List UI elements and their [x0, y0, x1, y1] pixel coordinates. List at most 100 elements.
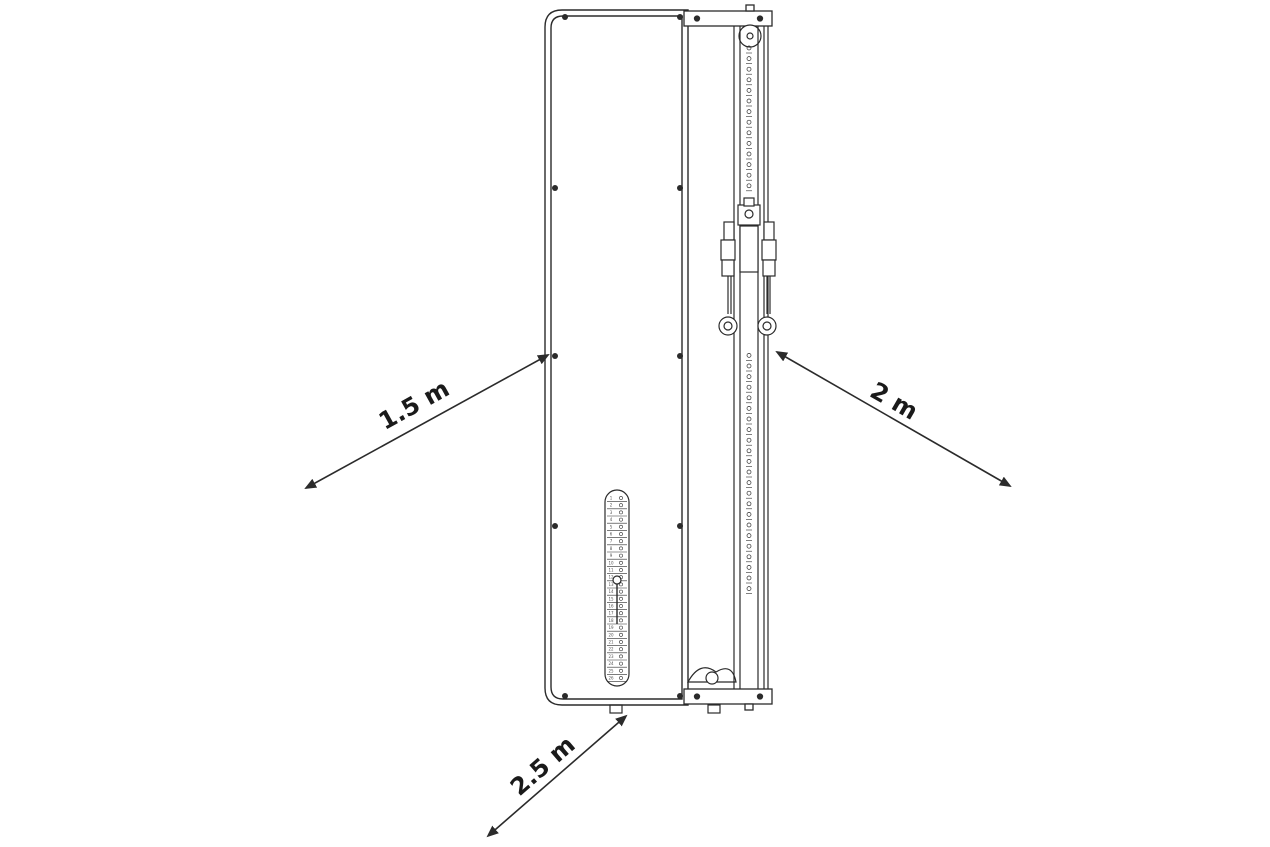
weight-plate-number: 15 [608, 596, 614, 601]
weight-plate-number: 19 [608, 625, 614, 630]
weight-plate-number: 21 [608, 640, 614, 645]
weight-plate-hole [619, 596, 623, 601]
column-hole [746, 586, 752, 591]
weight-plate-number: 16 [608, 604, 614, 609]
column-hole [746, 98, 752, 104]
weight-plate-number: 26 [608, 676, 614, 681]
weight-plate-hole [619, 539, 623, 544]
column-hole [746, 533, 752, 538]
column-hole [746, 130, 752, 136]
column-hole [746, 543, 752, 549]
column-hole [746, 363, 752, 369]
panel-feet [609, 704, 721, 714]
top-pulley [738, 24, 762, 48]
weight-plate-number: 17 [608, 611, 614, 616]
weight-plate-number: 24 [608, 661, 614, 666]
weight-plate-hole [619, 510, 623, 515]
column-hole [746, 575, 752, 581]
column-hole [746, 119, 752, 125]
right-cable-handle [757, 221, 777, 336]
top-crossbar [683, 4, 773, 27]
column-hole [746, 374, 752, 379]
pulley-carriage [737, 197, 761, 273]
column-hole [746, 480, 752, 485]
weight-plate-hole [619, 654, 623, 659]
weight-plate-number: 13 [608, 582, 614, 587]
left-clearance-label: 1.5 m [374, 374, 454, 435]
column-hole [746, 437, 752, 443]
weight-plate-hole [619, 625, 623, 630]
right-clearance-arrow [775, 351, 1012, 487]
weight-plate-hole [619, 546, 623, 551]
bottom-pulley [686, 667, 737, 685]
weight-plate-hole [619, 604, 623, 608]
weight-plate-hole [619, 582, 623, 587]
column-hole [746, 162, 752, 167]
column-hole [746, 406, 752, 411]
weight-plate-hole [619, 661, 623, 666]
left-cable-handle [718, 221, 738, 336]
weight-plate-hole [619, 517, 623, 522]
weight-plate-hole [619, 611, 623, 616]
weight-plate-hole [619, 503, 623, 508]
weight-plate-hole [619, 532, 623, 536]
weight-plate-hole [619, 668, 623, 673]
weight-plate-number: 1 [610, 496, 613, 501]
column-hole [746, 151, 752, 157]
weight-plate-number: 6 [610, 532, 613, 537]
column-hole [746, 172, 752, 178]
weight-plate-number: 14 [608, 589, 614, 594]
upright-column [733, 26, 769, 689]
selector-pin [612, 575, 622, 585]
column-hole [746, 554, 752, 560]
column-hole [746, 522, 752, 528]
weight-plate-number: 10 [608, 560, 614, 565]
front-clearance-arrow [486, 714, 628, 838]
right-clearance-label: 2 m [865, 376, 922, 425]
weight-plate-hole [619, 589, 623, 594]
column-hole [746, 141, 752, 146]
column-hole [746, 416, 752, 422]
weight-plate-hole [619, 676, 623, 680]
column-hole [746, 88, 752, 93]
column-hole [746, 66, 752, 72]
column-hole [746, 512, 752, 517]
weight-plate-number: 8 [610, 546, 613, 551]
weight-plate-number: 20 [608, 632, 614, 637]
weight-plate-number: 25 [608, 668, 614, 673]
weight-plate-number: 18 [608, 618, 614, 623]
left-clearance-arrow [304, 354, 550, 489]
weight-plate-hole [619, 632, 623, 637]
column-hole [746, 109, 752, 114]
column-hole [746, 395, 752, 401]
weight-plate-number: 2 [610, 503, 613, 508]
weight-plate-hole [619, 496, 623, 500]
weight-plate-hole [619, 553, 623, 558]
panel-screws [552, 14, 683, 699]
weight-plate-number: 23 [608, 654, 614, 659]
weight-plate-number: 22 [608, 647, 614, 652]
weight-plate-number: 12 [608, 575, 614, 580]
weight-plate-number: 3 [610, 510, 613, 515]
column-hole [746, 353, 752, 358]
weight-plate-hole [619, 568, 623, 572]
weight-stack-rows: 1234567891011121314151617181920212223242… [607, 496, 627, 682]
column-hole [746, 501, 752, 507]
column-hole [746, 490, 752, 496]
column-hole [746, 183, 752, 189]
column-hole [746, 459, 752, 464]
column-adjust-holes [746, 45, 752, 594]
weight-plate-number: 5 [610, 524, 613, 529]
column-hole [746, 56, 752, 61]
weight-plate-hole [619, 618, 623, 623]
weight-plate-number: 9 [610, 553, 613, 558]
column-hole [746, 384, 752, 390]
weight-plate-hole [619, 524, 623, 529]
column-hole [746, 448, 752, 454]
weight-plate-number: 11 [608, 568, 614, 573]
bottom-crossbar [683, 688, 773, 711]
weight-plate-hole [619, 560, 623, 565]
column-hole [746, 469, 752, 475]
weight-plate-number: 4 [610, 517, 613, 522]
